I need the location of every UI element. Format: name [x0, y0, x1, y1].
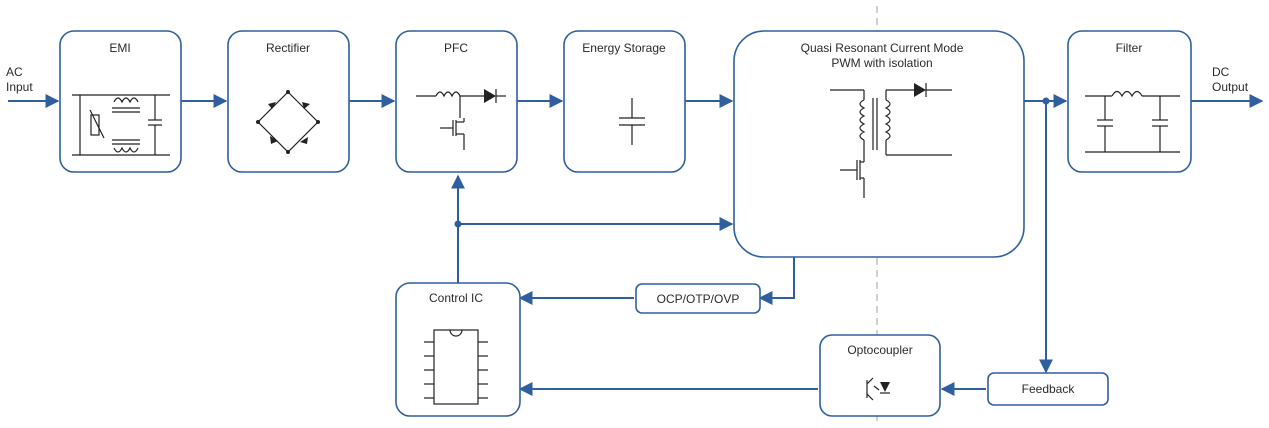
connector-wires: [8, 94, 1264, 396]
rectifier-block: Rectifier: [227, 30, 350, 173]
emi-filter-icon: [72, 94, 170, 156]
emi-block: EMI: [59, 30, 182, 173]
pfc-title: PFC: [444, 41, 468, 55]
filter-title: Filter: [1116, 41, 1143, 55]
protection-block: OCP/OTP/OVP: [635, 283, 761, 314]
optocoupler-title: Optocoupler: [847, 343, 912, 357]
energy-storage-title: Energy Storage: [582, 41, 666, 55]
energy-storage-block: Energy Storage: [563, 30, 686, 173]
pwm-title-line2: PWM with isolation: [831, 56, 932, 70]
control-ic-title: Control IC: [429, 291, 483, 305]
ac-input-label-line1: AC: [6, 65, 23, 79]
pfc-block: PFC: [395, 30, 518, 173]
optocoupler-icon: [866, 377, 890, 401]
filter-block: Filter: [1067, 30, 1192, 173]
ac-input-label-line2: Input: [6, 80, 33, 94]
control-ic-block: Control IC: [395, 282, 521, 417]
pwm-block: Quasi Resonant Current Mode PWM with iso…: [733, 30, 1025, 258]
pwm-title-line1: Quasi Resonant Current Mode: [801, 41, 964, 55]
feedback-block: Feedback: [987, 372, 1109, 406]
dc-output-label-line1: DC: [1212, 65, 1230, 79]
protection-title: OCP/OTP/OVP: [657, 292, 740, 306]
junction-dot-control: [454, 220, 462, 228]
wire-pwm-to-protection: [758, 257, 795, 305]
dc-output-label-line2: Output: [1212, 80, 1249, 94]
optocoupler-block: Optocoupler: [819, 334, 941, 417]
ic-chip-icon: [424, 329, 488, 405]
capacitor-icon: [619, 98, 645, 145]
flyback-transformer-icon: [830, 83, 952, 198]
pfc-circuit-icon: [416, 89, 506, 150]
feedback-title: Feedback: [1022, 382, 1076, 396]
lc-filter-icon: [1085, 90, 1180, 153]
bridge-rectifier-icon: [256, 90, 320, 154]
emi-title: EMI: [109, 41, 130, 55]
rectifier-title: Rectifier: [266, 41, 310, 55]
junction-dot-output: [1042, 97, 1050, 105]
